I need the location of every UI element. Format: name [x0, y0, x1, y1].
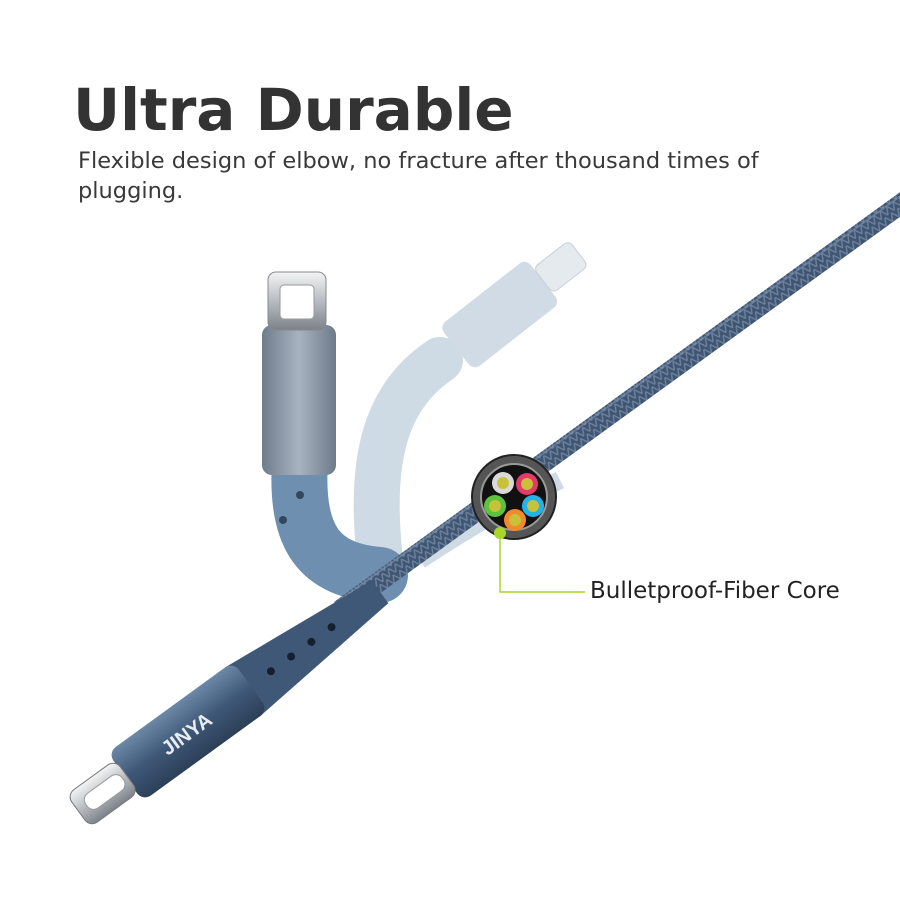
bent-connector: [262, 271, 408, 603]
callout-pointer: [494, 527, 585, 593]
braided-cable: [334, 192, 900, 619]
callout-label: Bulletproof-Fiber Core: [590, 578, 840, 604]
page-title: Ultra Durable: [73, 76, 514, 144]
usb-c-connector: JINYA: [69, 580, 389, 825]
cable-cross-section: [471, 454, 557, 540]
page-subtitle: Flexible design of elbow, no fracture af…: [78, 148, 759, 204]
